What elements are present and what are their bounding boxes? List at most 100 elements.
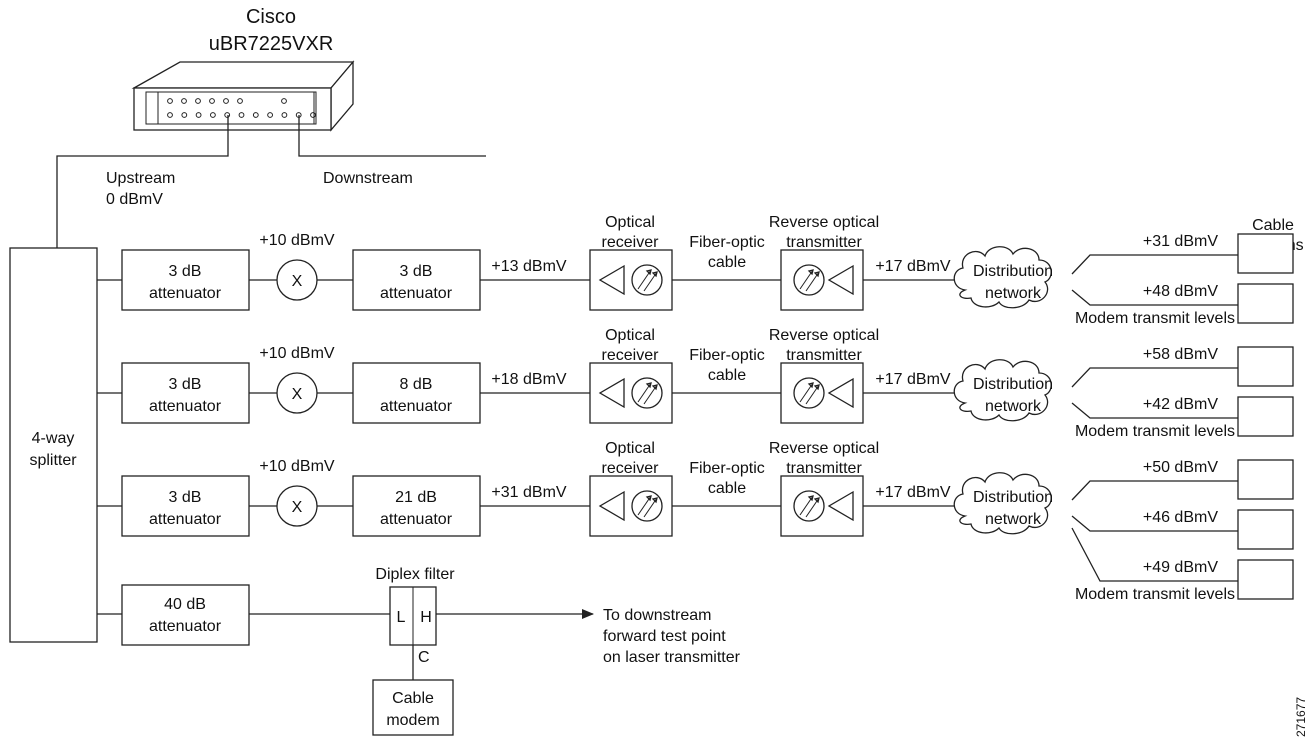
attenuator-2-line1: 8 dB: [400, 376, 433, 393]
fiber-label-line2: cable: [708, 367, 746, 384]
cable-modem: [1237, 559, 1294, 600]
attenuator-2-line1: 3 dB: [400, 263, 433, 280]
modem-transmit-levels-label: Modem transmit levels: [1075, 586, 1235, 603]
router-port-led: [195, 112, 202, 118]
attenuator-2: [352, 362, 481, 424]
optical-receiver-line2: receiver: [602, 234, 660, 251]
arrow-head-icon: [645, 382, 658, 391]
test-cable-modem: [372, 679, 454, 736]
router-port-led: [223, 98, 229, 104]
attenuator-1-line2: attenuator: [149, 285, 222, 302]
amplifier-symbol-icon: [598, 264, 625, 296]
router-title-line2: uBR7225VXR: [209, 33, 334, 55]
amplifier-symbol-icon: [827, 490, 854, 522]
optical-receiver: [589, 249, 673, 311]
arrow-head-icon: [807, 382, 820, 391]
cable-modem: [1237, 396, 1294, 437]
attenuator-2-line2: attenuator: [380, 285, 453, 302]
photodiode-icon: [631, 377, 663, 409]
router-port-led: [267, 112, 274, 118]
modem-transmit-level: +49 dBmV: [1143, 559, 1218, 576]
fiber-label-line1: Fiber-optic: [689, 347, 765, 364]
modem-transmit-levels-label: Modem transmit levels: [1075, 423, 1235, 440]
downstream-note-line2: forward test point: [603, 628, 726, 645]
tap-level: +10 dBmV: [259, 458, 334, 475]
splitter-label-line2: splitter: [29, 452, 77, 469]
amplifier-symbol-icon: [827, 264, 854, 296]
optical-receiver-line1: Optical: [605, 440, 655, 457]
photodiode-icon: [793, 264, 825, 296]
arrow-head-icon: [807, 495, 820, 504]
tap-mark: X: [292, 273, 303, 290]
optical-receiver: [589, 475, 673, 537]
router-port-led: [195, 98, 201, 104]
modem-drop-line: [1071, 367, 1238, 388]
reverse-tx-line1: Reverse optical: [769, 327, 879, 344]
tap-level: +10 dBmV: [259, 345, 334, 362]
downstream-note-line1: To downstream: [603, 607, 712, 624]
router-port-led: [167, 98, 173, 104]
photodiode-icon: [631, 264, 663, 296]
router-ports: [167, 98, 316, 118]
modem-drop-line: [1071, 289, 1238, 306]
transmitter-level: +17 dBmV: [875, 371, 950, 388]
diplex-filter-label: Diplex filter: [375, 566, 455, 583]
network-label-line1: Distribution: [973, 263, 1053, 280]
attenuator-1-line1: 3 dB: [169, 489, 202, 506]
reverse-tx-line1: Reverse optical: [769, 440, 879, 457]
reverse-tx-line2: transmitter: [786, 460, 862, 477]
attenuator-1: [121, 475, 250, 537]
attenuator-2-line2: attenuator: [380, 398, 453, 415]
attenuator-1-line2: attenuator: [149, 511, 222, 528]
modem-drop-line: [1071, 527, 1238, 582]
downstream-label: Downstream: [323, 170, 413, 187]
router-title-line1: Cisco: [246, 6, 296, 28]
router-port-led: [209, 98, 215, 104]
optical-receiver-line2: receiver: [602, 347, 660, 364]
network-label-line2: network: [985, 398, 1042, 415]
arrow-head-icon: [645, 495, 658, 504]
distribution-network-cloud: [953, 472, 1052, 535]
cable-modem: [1237, 283, 1294, 324]
modem-transmit-level: +31 dBmV: [1143, 233, 1218, 250]
modem-drop-line: [1071, 480, 1238, 501]
modem-transmit-level: +46 dBmV: [1143, 509, 1218, 526]
modem-transmit-levels-label: Modem transmit levels: [1075, 310, 1235, 327]
modem-drop-line: [1071, 402, 1238, 419]
reverse-tx-line2: transmitter: [786, 347, 862, 364]
upstream-level: 0 dBmV: [106, 191, 163, 208]
photodiode-icon: [793, 377, 825, 409]
attenuator-2-line2: attenuator: [380, 511, 453, 528]
reverse-tx-line1: Reverse optical: [769, 214, 879, 231]
modem-transmit-level: +58 dBmV: [1143, 346, 1218, 363]
cable-modem: [1237, 509, 1294, 550]
figure-id: 271677: [1294, 697, 1308, 737]
reverse-tx-line2: transmitter: [786, 234, 862, 251]
distribution-network-cloud: [953, 246, 1052, 309]
network-label-line1: Distribution: [973, 489, 1053, 506]
diplex-l-port: L: [397, 609, 406, 626]
optical-receiver: [589, 362, 673, 424]
attenuator-1: [121, 249, 250, 311]
router-port-led: [210, 112, 216, 118]
modem-drop-line: [1071, 515, 1238, 532]
router-chassis-top: [131, 61, 355, 89]
attenuator-40db: [121, 584, 250, 646]
attenuator-40db-line2: attenuator: [149, 618, 222, 635]
modem-transmit-level: +42 dBmV: [1143, 396, 1218, 413]
attenuator-1-line1: 3 dB: [169, 376, 202, 393]
fiber-label-line1: Fiber-optic: [689, 460, 765, 477]
receiver-input-level: +31 dBmV: [491, 484, 566, 501]
fiber-label-line2: cable: [708, 480, 746, 497]
photodiode-icon: [631, 490, 663, 522]
router-port-led: [237, 98, 243, 104]
attenuator-1: [121, 362, 250, 424]
arrow-head-icon: [645, 269, 658, 278]
cable-modems-header-line1: Cable: [1252, 217, 1294, 234]
modem-transmit-level: +50 dBmV: [1143, 459, 1218, 476]
fiber-label-line2: cable: [708, 254, 746, 271]
splitter-label-line1: 4-way: [32, 430, 75, 447]
